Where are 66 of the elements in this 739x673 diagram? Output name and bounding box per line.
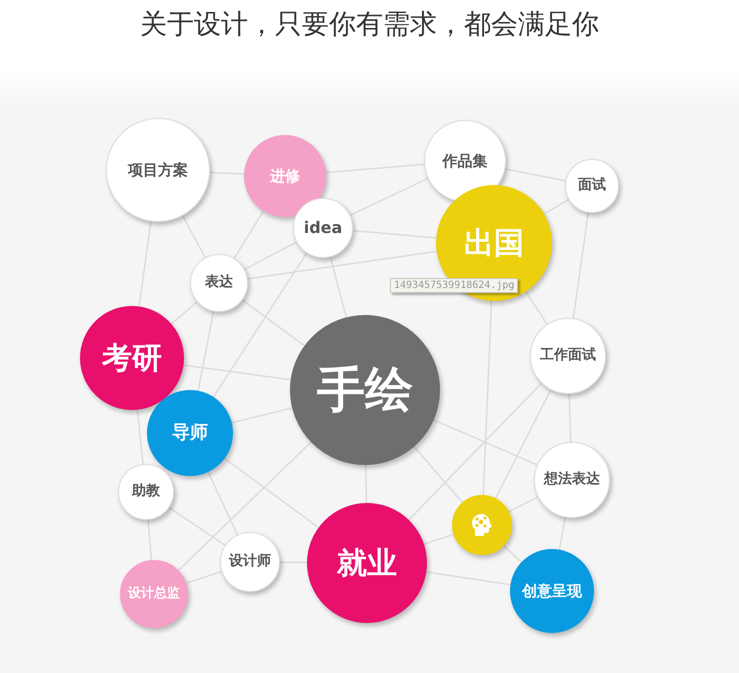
connector-line [352,230,436,239]
title: 关于设计，只要你有需求，都会满足你 [139,8,600,42]
connector-line [138,221,152,307]
connector-line [558,517,566,550]
topic-circle [190,254,248,312]
connector-line [168,507,226,546]
connector-line [433,419,538,466]
connector-line [426,571,511,586]
topic-label: 出国 [464,226,524,260]
topic-label: 工作面试 [540,348,596,364]
connector-line [248,250,437,280]
topic-circle [220,532,280,592]
connector-line [186,570,222,584]
topic-circle [565,159,619,213]
connector-line [170,301,198,325]
topic-label: idea [304,219,342,237]
topic-label: 创意呈现 [522,582,582,600]
topic-label: 进修 [270,168,300,184]
topic-circle [147,390,233,476]
connector-line [147,520,152,560]
connector-line [424,534,454,545]
topic-label: 就业 [337,546,397,580]
topic-label: 设计师 [229,554,271,570]
connector-line [212,252,308,398]
topic-circle [510,549,594,633]
topic-label: 项目方案 [128,162,188,178]
connector-line [503,545,522,563]
topic-circle [293,198,353,258]
connector-line [178,442,312,571]
connector-line [207,472,238,536]
topic-circle [534,442,610,518]
topic-label: 导师 [172,423,208,443]
topic-label: 表达 [205,275,233,291]
topic-label: 作品集 [442,152,488,170]
icon-circle [452,495,512,555]
connector-line [505,168,566,182]
connector-line [232,407,292,424]
connector-line [414,446,463,503]
filename-tag: 1493457539918624.jpg [390,278,518,293]
connector-line [544,198,570,214]
connector-line [197,311,214,391]
connector-line [572,212,589,318]
connector-line [326,164,424,174]
connector-line [508,496,538,512]
connector-line [224,458,320,528]
connector-line [234,210,264,259]
topic-label: 想法表达 [544,472,600,488]
topic-label: 设计总监 [128,586,180,602]
topic-label: 助教 [132,484,160,500]
connector-line [408,382,542,520]
connector-line [494,390,552,499]
connector-line [242,300,305,346]
topic-circle [120,560,188,628]
connector-line [525,291,548,325]
connector-line [136,410,144,464]
topic-circle [118,464,174,520]
topic-label: 面试 [578,178,606,194]
topic-circle [530,318,606,394]
topic-label: 考研 [102,342,162,374]
connector-line [330,256,347,318]
topic-label: 手绘 [317,364,413,416]
connector-line [482,300,492,496]
connector-line [183,364,291,381]
connector-line [182,215,206,258]
connector-line [350,178,428,216]
connector-line [244,241,297,270]
